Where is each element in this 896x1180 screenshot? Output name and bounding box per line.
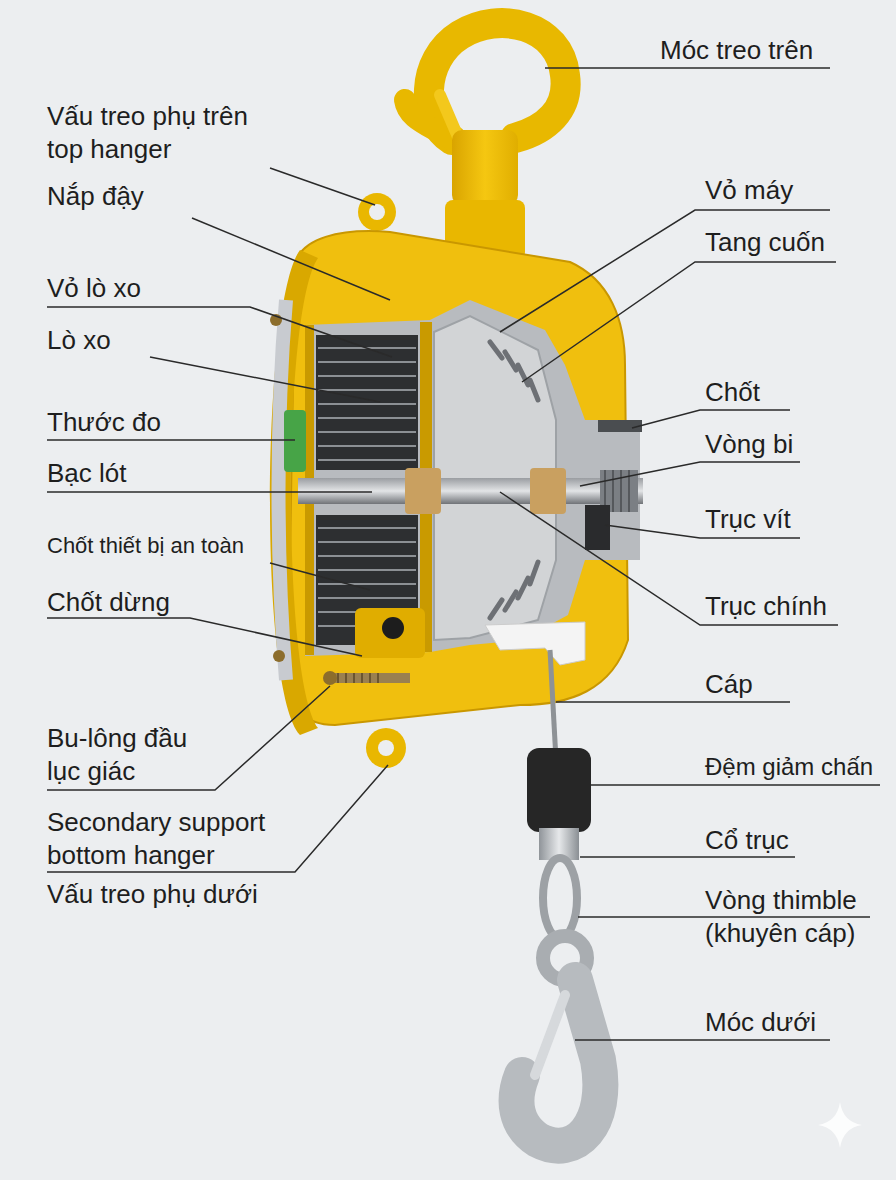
- part-label: Cổ trục: [705, 824, 855, 857]
- part-label: Cáp: [705, 668, 855, 701]
- cable: [550, 650, 556, 760]
- top-hook: [405, 23, 566, 260]
- part-label: Vỏ máy: [705, 174, 885, 207]
- part-label: Chốt thiết bị an toàn: [47, 532, 287, 560]
- part-label: Bạc lót: [47, 457, 247, 490]
- pin: [598, 420, 642, 432]
- part-label: Nắp đậy: [47, 180, 247, 213]
- part-label: Tang cuốn: [705, 226, 885, 259]
- part-label: Chốt dừng: [47, 586, 247, 619]
- bottom-hook: [517, 936, 601, 1146]
- part-label: Thước đo: [47, 406, 247, 439]
- main-shaft: [298, 478, 643, 504]
- part-label: Trục chính: [705, 590, 885, 623]
- bumper: [527, 748, 591, 832]
- bushing: [405, 468, 441, 514]
- part-label: Lò xo: [47, 324, 247, 357]
- part-label: Vỏ lò xo: [47, 272, 247, 305]
- bearing: [530, 468, 566, 514]
- thimble: [543, 858, 577, 938]
- part-label: Móc dưới: [705, 1006, 885, 1039]
- part-label: Vấu treo phụ trên top hanger: [47, 100, 282, 166]
- part-label: Vấu treo phụ dưới: [47, 878, 309, 911]
- worm-shaft: [585, 505, 610, 550]
- sparkle-mark: [818, 1102, 862, 1148]
- part-label: Vòng thimble (khuyên cáp): [705, 884, 895, 950]
- gauge: [284, 410, 306, 472]
- part-label: Bu-lông đầu lục giác: [47, 722, 227, 788]
- part-label: Vòng bi: [705, 428, 855, 461]
- part-label: Móc treo trên: [660, 34, 860, 67]
- part-label: Secondary support bottom hanger: [47, 806, 309, 872]
- top-hanger: [358, 193, 396, 231]
- part-label: Chốt: [705, 376, 855, 409]
- bottom-hanger: [366, 728, 406, 768]
- part-label: Trục vít: [705, 503, 855, 536]
- part-label: Đệm giảm chấn: [705, 752, 895, 782]
